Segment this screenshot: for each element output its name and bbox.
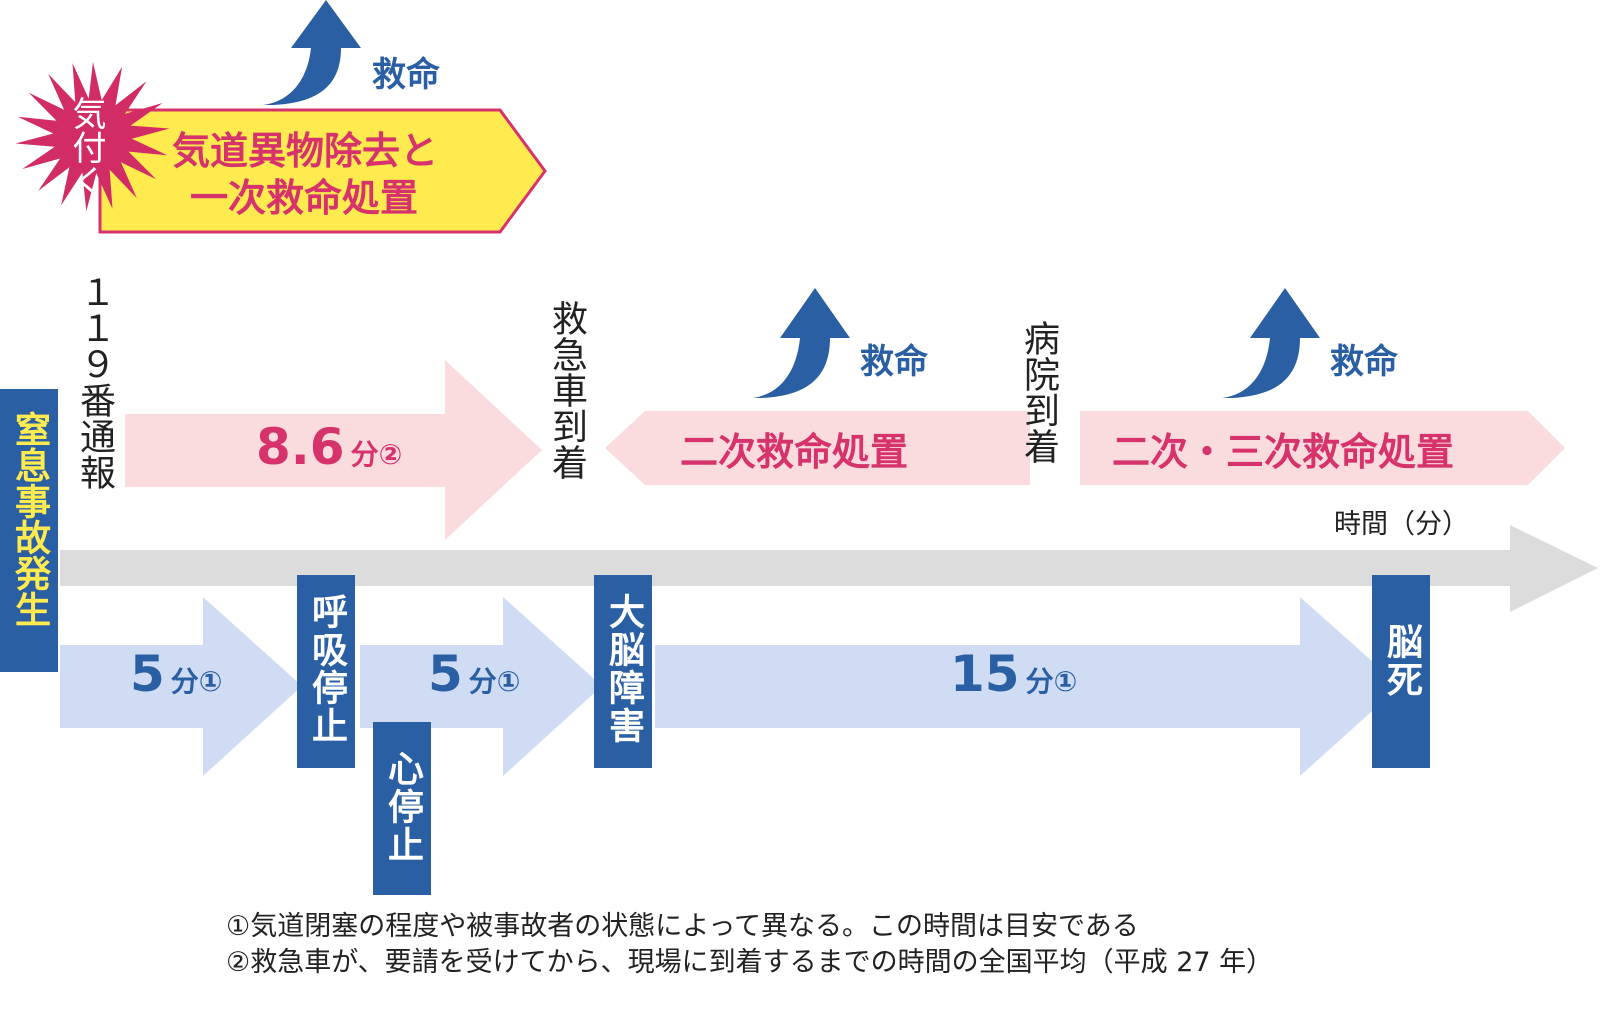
brain-damage-label: 大脳障害	[603, 593, 644, 745]
secondary-care-label: 二次救命処置	[680, 430, 909, 474]
cardiac-arrest-box: 心停止	[373, 722, 431, 895]
ambulance-arrival-label: 救急車到着	[546, 300, 587, 480]
awareness-starburst	[15, 62, 170, 212]
brain-death-box: 脳死	[1372, 575, 1430, 768]
duration-value-1: 5	[130, 645, 165, 703]
awareness-label: 気付く	[66, 96, 106, 198]
duration-arrow-1	[60, 597, 302, 776]
ambulance-time-arrow	[125, 360, 542, 540]
duration-unit-2: 分①	[468, 665, 521, 698]
time-axis-arrow	[60, 525, 1598, 612]
ambulance-time-value: 8.6	[256, 418, 345, 476]
duration-arrow-2	[360, 597, 602, 776]
accident-occurrence-label: 窒息事故発生	[9, 411, 50, 627]
rescue-arrow-1	[263, 0, 361, 105]
brain-damage-box: 大脳障害	[594, 575, 652, 768]
duration-unit-1: 分①	[170, 665, 223, 698]
time-axis-label: 時間（分）	[1334, 509, 1469, 540]
ambulance-time-unit: 分②	[350, 438, 403, 471]
tertiary-care-label: 二次・三次救命処置	[1112, 430, 1455, 474]
rescue-label-2: 救命	[860, 342, 928, 382]
footnote-2: ②救急車が、要請を受けてから、現場に到着するまでの時間の全国平均（平成 27 年…	[226, 947, 1274, 978]
duration-value-3: 15	[950, 645, 1020, 703]
first-aid-arrow	[98, 108, 547, 234]
respiratory-arrest-box: 呼吸停止	[297, 575, 355, 768]
respiratory-arrest-label: 呼吸停止	[306, 593, 347, 745]
emergency-call-label: １１９番通報	[74, 274, 115, 490]
rescue-label-1: 救命	[372, 55, 440, 95]
brain-death-label: 脳死	[1381, 623, 1422, 699]
hospital-arrival-label: 病院到着	[1018, 320, 1059, 464]
rescue-label-3: 救命	[1330, 342, 1398, 382]
duration-arrow-3	[655, 597, 1400, 776]
footnote-1: ①気道閉塞の程度や被事故者の状態によって異なる。この時間は目安である	[226, 911, 1139, 942]
rescue-arrow-2	[752, 288, 850, 398]
first-aid-line2: 一次救命処置	[190, 176, 419, 220]
duration-unit-3: 分①	[1025, 665, 1078, 698]
secondary-care-arrow	[605, 411, 1030, 485]
accident-occurrence-box: 窒息事故発生	[0, 389, 58, 672]
tertiary-care-arrow	[1080, 411, 1565, 485]
cardiac-arrest-label: 心停止	[382, 750, 423, 864]
duration-value-2: 5	[428, 645, 463, 703]
first-aid-line1: 気道異物除去と	[172, 129, 439, 173]
rescue-arrow-3	[1222, 288, 1320, 398]
